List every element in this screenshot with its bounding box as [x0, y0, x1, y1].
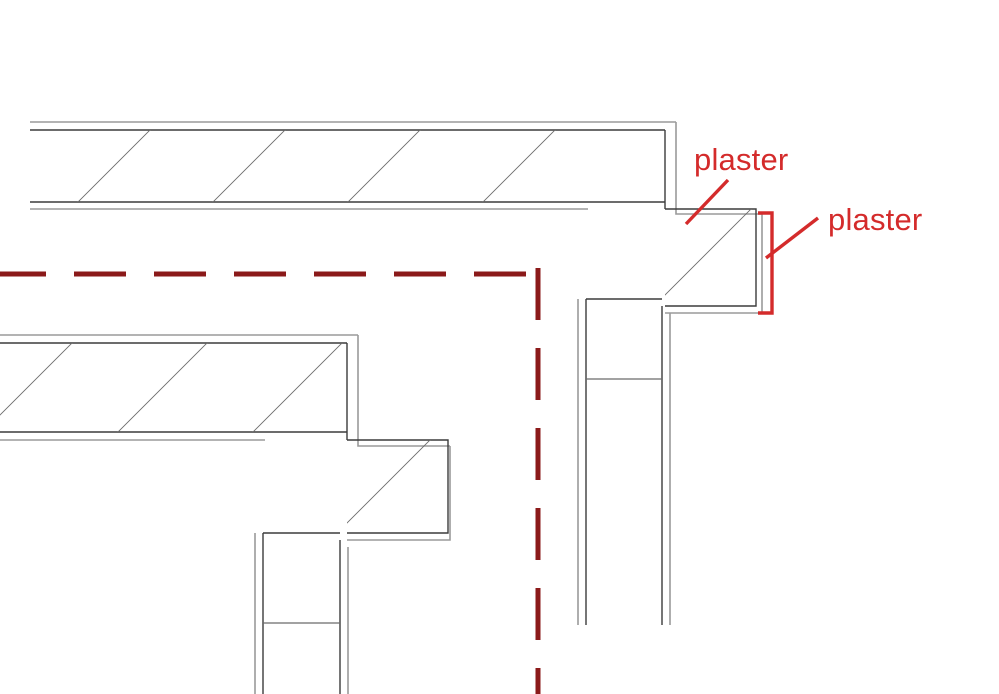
hatch-line: [189, 130, 301, 202]
upper-horizontal-wall: [30, 121, 676, 210]
lower-vertical-wall: [254, 532, 349, 694]
lower-return-hatch-group: [347, 440, 448, 540]
upper-return-plaster-outer-line: [675, 122, 762, 215]
leader-line-plaster-right: [764, 216, 820, 260]
lower-wall-hatch-group: [0, 343, 347, 432]
hatch-line: [229, 343, 347, 432]
wall-centerline-group: [0, 268, 548, 694]
hatch-line: [347, 440, 448, 540]
annotation-leaders: [684, 178, 820, 260]
label-plaster-right: plaster: [828, 202, 922, 237]
lower-return-core-outline: [347, 439, 449, 534]
hatch-line: [324, 130, 436, 202]
lower-return-plaster-skin-line: [347, 446, 451, 541]
lower-return-plaster-outer-line: [357, 335, 450, 447]
upper-return-hatch-group: [665, 209, 756, 306]
leader-line-plaster-upper: [684, 178, 730, 226]
hatch-line: [665, 209, 756, 306]
right-vertical-wall: [577, 298, 671, 625]
lower-horizontal-wall: [0, 334, 358, 441]
hatch-line: [459, 130, 571, 202]
hatch-line: [0, 343, 91, 432]
bracket-shape: [758, 211, 774, 315]
label-plaster-upper: plaster: [694, 142, 788, 177]
lower-wall-return-step: [346, 335, 451, 541]
hatch-line: [94, 343, 226, 432]
upper-return-core-outline: [665, 208, 757, 307]
hatch-line: [54, 130, 166, 202]
plaster-thickness-bracket: [758, 211, 774, 315]
annotation-labels: plaster plaster: [694, 142, 922, 237]
upper-wall-hatch-group: [54, 130, 571, 202]
